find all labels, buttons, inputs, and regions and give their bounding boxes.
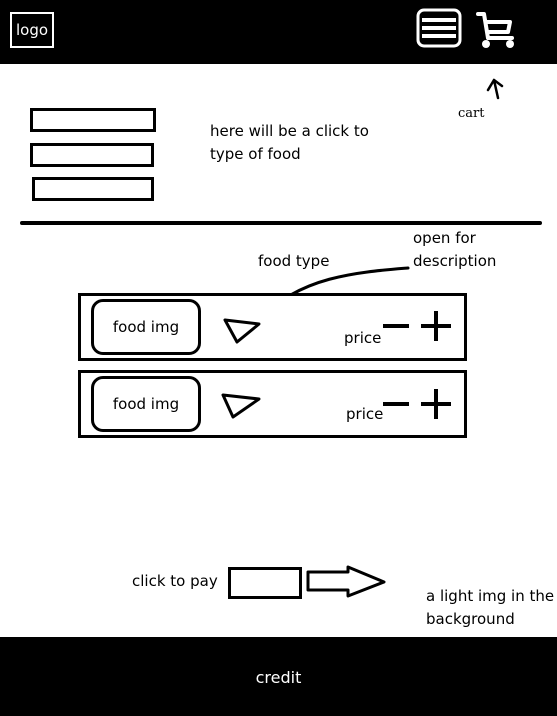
- food-image-label: food img: [112, 318, 180, 336]
- pay-note: click to pay: [132, 572, 218, 590]
- cart-icon[interactable]: [474, 8, 520, 52]
- expand-description-icon[interactable]: [219, 387, 265, 423]
- section-divider: [20, 221, 542, 225]
- description-note-line2: description: [413, 252, 497, 270]
- food-image-label: food img: [112, 395, 180, 413]
- increase-quantity-button[interactable]: [419, 387, 453, 421]
- price-label: price: [346, 405, 384, 423]
- category-note-line1: here will be a click to: [210, 122, 369, 140]
- hamburger-menu-icon[interactable]: [416, 8, 462, 48]
- category-note-line2: type of food: [210, 145, 301, 163]
- food-type-note: food type: [258, 252, 330, 270]
- food-image: food img: [91, 299, 201, 355]
- food-item-row[interactable]: food img price: [78, 370, 467, 438]
- pay-button[interactable]: [228, 567, 302, 599]
- credit-label: credit: [255, 668, 302, 687]
- logo-label: logo: [15, 21, 49, 39]
- price-label: price: [344, 329, 382, 347]
- description-note-line1: open for: [413, 229, 476, 247]
- background-note-line1: a light img in the: [426, 587, 555, 605]
- category-button-3[interactable]: [32, 177, 154, 201]
- background-note-line2: background: [426, 610, 515, 628]
- footer-bar: credit: [0, 637, 557, 716]
- increase-quantity-button[interactable]: [419, 309, 453, 343]
- food-item-row[interactable]: food img price: [78, 293, 467, 361]
- decrease-quantity-button[interactable]: [381, 389, 411, 419]
- header-bar: logo: [0, 0, 557, 64]
- logo[interactable]: logo: [10, 12, 54, 48]
- category-button-1[interactable]: [30, 108, 156, 132]
- expand-description-icon[interactable]: [219, 310, 265, 346]
- cart-note: cart: [458, 106, 485, 121]
- food-image: food img: [91, 376, 201, 432]
- category-button-2[interactable]: [30, 143, 154, 167]
- decrease-quantity-button[interactable]: [381, 311, 411, 341]
